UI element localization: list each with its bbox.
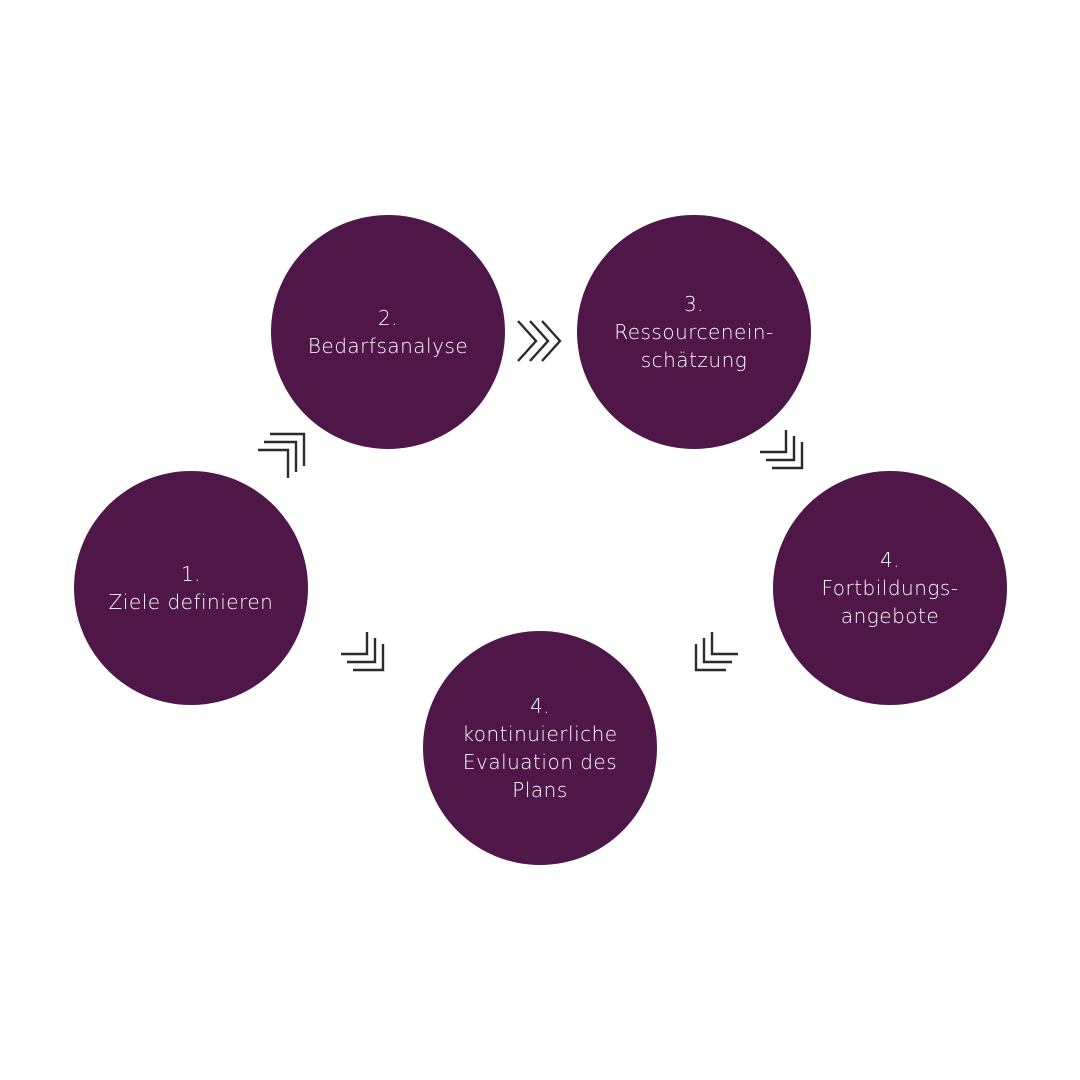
step-1-ziele-definieren: 1. Ziele definieren: [74, 471, 308, 705]
step-3-ressourceneinschaetzung: 3. Ressourcenein- schätzung: [577, 215, 811, 449]
step-4-label-line-2: angebote: [840, 604, 940, 628]
triple-chevron-down-left-icon: [686, 628, 742, 684]
step-4-number: 4.: [879, 548, 901, 572]
step-5-label-line-2: Evaluation des: [462, 750, 618, 774]
step-5-label-line-1: kontinuierliche: [462, 722, 618, 746]
arrow-4-5-graphic: [694, 632, 738, 672]
step-4-fortbildungsangebote: 4. Fortbildungs- angebote: [773, 471, 1007, 705]
step-5-number: 4.: [529, 694, 551, 718]
step-1-text: 1. Ziele definieren: [109, 560, 274, 616]
arrow-5-1-graphic: [341, 632, 385, 672]
arrow-1-2-graphic: [258, 432, 306, 478]
step-5-kontinuierliche-evaluation: 4. kontinuierliche Evaluation des Plans: [423, 631, 657, 865]
step-2-bedarfsanalyse: 2. Bedarfsanalyse: [271, 215, 505, 449]
step-4-text: 4. Fortbildungs- angebote: [821, 546, 958, 630]
step-1-number: 1.: [180, 562, 202, 586]
step-2-number: 2.: [377, 306, 399, 330]
step-1-label-line-1: Ziele definieren: [108, 590, 274, 614]
step-4-label-line-1: Fortbildungs-: [821, 576, 959, 600]
arrow-3-4-graphic: [760, 430, 804, 470]
step-3-number: 3.: [683, 292, 705, 316]
step-3-label-line-1: Ressourcenein-: [614, 320, 774, 344]
step-2-label-line-1: Bedarfsanalyse: [307, 334, 469, 358]
arrow-2-3-graphic: [517, 320, 562, 362]
step-5-text: 4. kontinuierliche Evaluation des Plans: [462, 692, 617, 804]
triple-chevron-up-right-icon: [254, 426, 310, 482]
step-3-label-line-2: schätzung: [640, 348, 748, 372]
triple-chevron-down-right-icon: [756, 426, 812, 482]
step-3-text: 3. Ressourcenein- schätzung: [614, 290, 774, 374]
triple-chevron-right-icon: [512, 313, 568, 369]
step-5-label-line-3: Plans: [512, 778, 568, 802]
step-2-text: 2. Bedarfsanalyse: [308, 304, 468, 360]
triple-chevron-down-right-icon: [337, 628, 393, 684]
